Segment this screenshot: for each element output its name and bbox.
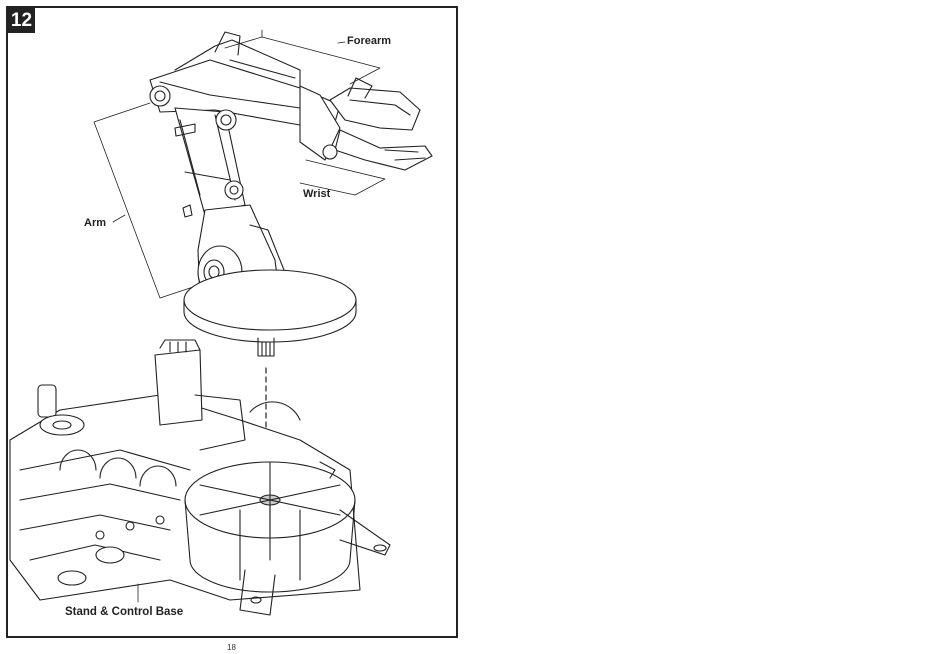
step-number-badge: 12 [8, 8, 35, 33]
wrist-gripper [323, 78, 432, 170]
upper-arm [175, 108, 245, 217]
wrist-label: Wrist [303, 188, 330, 200]
stand-control-base-label: Stand & Control Base [65, 606, 183, 618]
page-number: 18 [227, 643, 236, 652]
arm-label: Arm [84, 217, 106, 229]
turntable [184, 270, 356, 356]
forearm [150, 32, 340, 160]
forearm-label: Forearm [347, 35, 391, 47]
